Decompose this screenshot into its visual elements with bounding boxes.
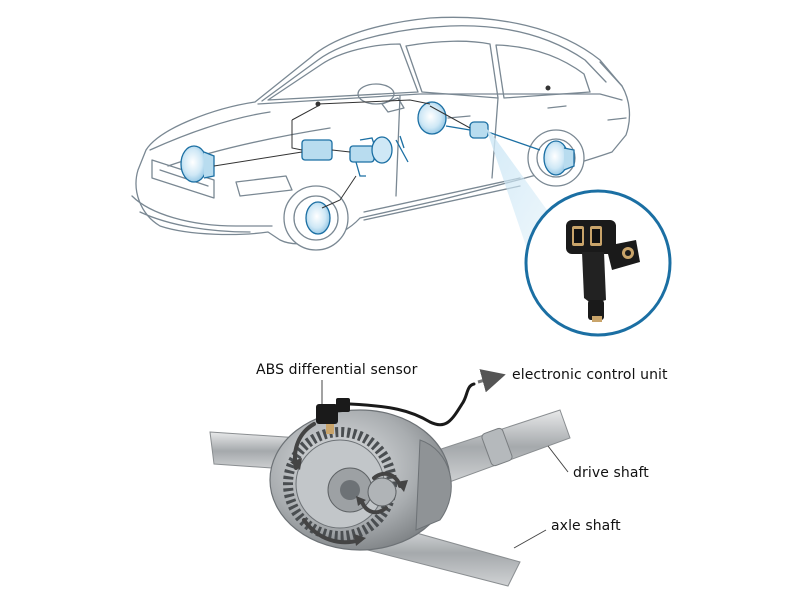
abs-components	[180, 101, 575, 235]
label-electronic-control-unit: electronic control unit	[512, 367, 668, 383]
rear-wheel-rim	[536, 138, 576, 178]
car-body-outline	[135, 16, 631, 245]
front-brake-disk-left	[180, 145, 208, 183]
label-axle-shaft: axle shaft	[551, 518, 621, 534]
car-headlight	[235, 175, 293, 197]
housing-flange	[415, 439, 452, 531]
front-brake-disk-right	[305, 201, 331, 235]
car-windshield	[267, 43, 419, 101]
sensor-callout	[524, 189, 672, 337]
car-roof	[261, 25, 607, 102]
master-cylinder	[349, 145, 375, 163]
brake-booster	[371, 136, 393, 164]
steering-wheel	[357, 83, 395, 105]
axle-shaft-leader	[513, 529, 547, 549]
u-joint	[481, 427, 513, 467]
car-side-skirt	[363, 177, 521, 221]
rear-axle	[445, 125, 541, 151]
car-door-front	[395, 95, 499, 197]
leader-lines	[321, 380, 569, 549]
drive-shaft-leader	[547, 445, 569, 473]
car-rear-window	[495, 44, 591, 99]
rear-brake-disk-left	[417, 101, 447, 135]
rear-differential	[469, 121, 489, 139]
differential-illustration	[209, 369, 571, 587]
label-drive-shaft: drive shaft	[573, 465, 649, 481]
car-bumper	[131, 195, 273, 233]
car-beltline	[257, 93, 623, 105]
brake-pedal	[395, 135, 409, 163]
label-abs-differential-sensor: ABS differential sensor	[256, 362, 418, 378]
sensor-cable	[348, 382, 476, 427]
abs-differential-sensor	[316, 398, 350, 434]
front-wheel-rim	[293, 195, 339, 241]
car-trunk	[599, 61, 627, 121]
rotation-arrowheads	[290, 458, 408, 546]
car-front-window	[405, 40, 499, 99]
brake-lines	[213, 85, 551, 209]
wheel-speed-sensor	[566, 220, 640, 322]
abs-module	[301, 139, 333, 161]
ecu-arrow	[477, 369, 506, 393]
pinion-gear	[367, 477, 397, 507]
